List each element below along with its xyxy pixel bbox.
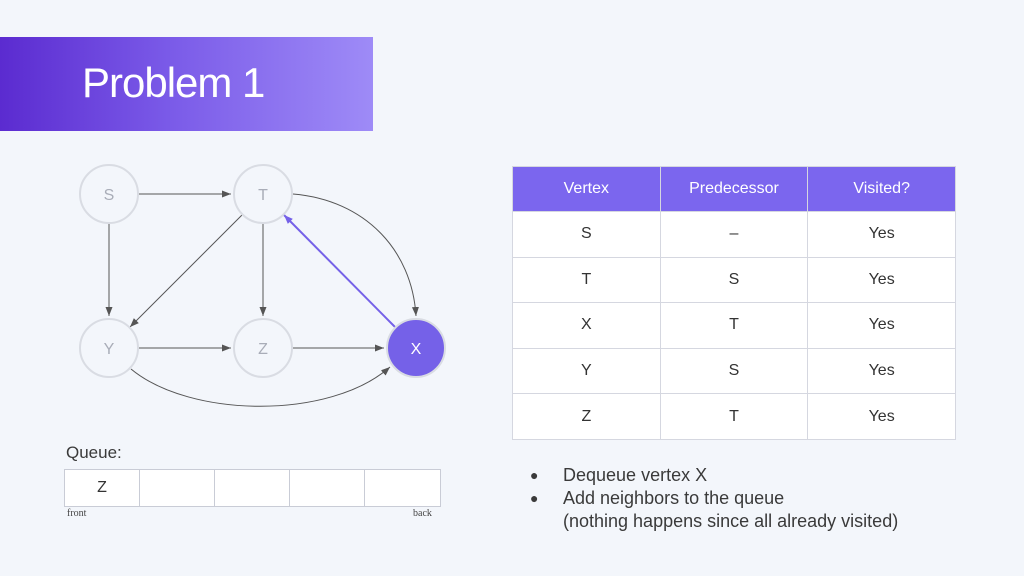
cell-visited: Yes [807,211,956,258]
queue-front-label: front [67,508,87,519]
bullet-text: Dequeue vertex X [563,465,708,485]
queue-cell: Z [65,470,140,506]
graph-edges [105,190,419,407]
cell-predecessor: T [659,302,809,349]
cell-predecessor: S [659,256,809,304]
cell-vertex: Z [512,393,661,440]
edge-y-x [130,366,391,407]
bullet-list: ● Dequeue vertex X ● Add neighbors to th… [530,464,898,533]
table-row: X T Yes [512,302,956,349]
page-title: Problem 1 [82,59,265,106]
cell-visited: Yes [807,256,956,304]
vertex-label-x: X [411,341,422,358]
cell-predecessor: T [659,393,809,440]
cell-visited: Yes [807,347,956,395]
vertex-table: Vertex Predecessor Visited? S – Yes T S … [512,166,956,440]
bullet-text: Add neighbors to the queue (nothing happ… [563,488,899,531]
header-vertex: Vertex [512,166,661,212]
title-banner: Problem 1 [0,37,373,131]
header-predecessor: Predecessor [659,166,809,212]
table-row: T S Yes [512,256,956,304]
table-row: Y S Yes [512,347,956,395]
queue-back-label: back [413,508,432,519]
graph-vertex-t: T [233,164,293,224]
graph-vertex-y: Y [79,318,139,378]
cell-predecessor: – [659,211,809,258]
queue-cell [290,470,365,506]
cell-visited: Yes [807,393,956,440]
table-row: S – Yes [512,211,956,258]
queue-box: Z [64,469,441,507]
table-header-row: Vertex Predecessor Visited? [512,166,956,212]
queue-cell [215,470,290,506]
cell-vertex: T [512,256,661,304]
queue-label: Queue: [66,443,122,462]
graph-vertex-s: S [79,164,139,224]
list-item: ● Add neighbors to the queue (nothing ha… [530,487,898,533]
edge-x-t-highlighted [283,214,396,328]
bullet-icon: ● [530,467,539,483]
queue-cell [140,470,215,506]
bullet-icon: ● [530,490,539,506]
vertex-label-t: T [258,187,268,204]
graph-vertex-x-highlighted: X [386,318,446,378]
table-row: Z T Yes [512,393,956,440]
cell-vertex: Y [512,347,661,395]
cell-visited: Yes [807,302,956,349]
cell-predecessor: S [659,347,809,395]
queue-cell [365,470,440,506]
vertex-label-z: Z [258,341,268,358]
graph-vertex-z: Z [233,318,293,378]
list-item: ● Dequeue vertex X [530,464,898,487]
edge-t-x [292,193,419,317]
bfs-table: Vertex Predecessor Visited? S – Yes T S … [512,166,956,440]
cell-vertex: S [512,211,661,258]
edge-t-y [129,214,243,328]
cell-vertex: X [512,302,661,349]
vertex-label-s: S [104,187,115,204]
vertex-label-y: Y [104,341,115,358]
header-visited: Visited? [807,166,956,212]
